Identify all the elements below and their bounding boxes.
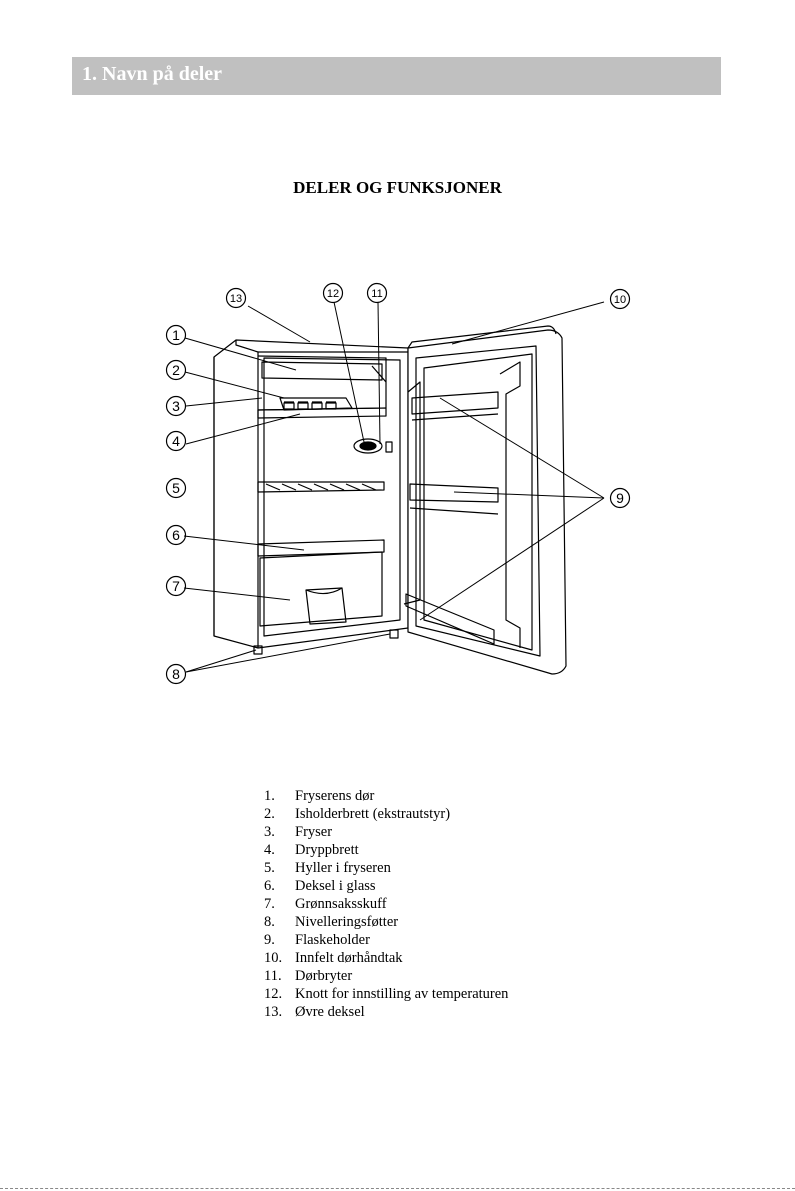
list-item-number: 1. [264,788,275,804]
list-item-label: Nivelleringsføtter [295,914,399,930]
list-item-label: Fryserens dør [295,788,375,804]
list-item-number: 13. [264,1004,283,1020]
list-item-label: Dørbryter [295,968,353,984]
list-item: 8. Nivelleringsføtter [264,913,508,931]
list-item-number: 10. [264,950,283,966]
list-item-label: Flaskeholder [295,932,370,948]
fridge-door [403,325,567,675]
svg-text:8: 8 [172,666,180,682]
list-item-label: Grønnsaksskuff [295,896,387,912]
callout-2: 2 [165,359,187,381]
svg-text:11: 11 [371,288,382,300]
callout-4: 4 [165,430,187,452]
svg-text:12: 12 [327,288,339,300]
door-bin-upper [411,391,499,421]
parts-list: 1. Fryserens dør 2. Isholderbrett (ekstrau… [264,787,508,1021]
callout-8: 8 [165,663,187,685]
list-item-label: Hyller i fryseren [295,860,391,876]
callout-10: 10 [609,288,631,310]
list-item-number: 3. [264,824,275,840]
svg-text:13: 13 [230,293,242,305]
wire-shelf [257,481,385,493]
list-item: 5. Hyller i fryseren [264,859,508,877]
list-item-label: Innfelt dørhåndtak [295,950,403,966]
diagram-heading: DELER OG FUNKSJONER [293,178,502,197]
list-item: 9. Flaskeholder [264,931,508,949]
callout-13: 13 [225,287,247,309]
list-item-label: Fryser [295,824,333,840]
list-item-label: Knott for innstilling av temperaturen [295,986,509,1002]
list-item-number: 11. [264,968,282,984]
list-item-number: 7. [264,896,275,912]
list-item: 13. Øvre deksel [264,1003,508,1021]
door-bin-lower [405,593,495,645]
list-item: 12. Knott for innstilling av temperaturen [264,985,508,1003]
svg-text:10: 10 [614,294,626,306]
list-item: 6. Deksel i glass [264,877,508,895]
list-item-number: 2. [264,806,275,822]
callout-12: 12 [322,282,344,304]
leveling-foot [389,629,399,639]
list-item-number: 4. [264,842,275,858]
callout-5: 5 [165,477,187,499]
list-item: 10. Innfelt dørhåndtak [264,949,508,967]
fridge-cabinet [213,339,409,655]
list-item: 11. Dørbryter [264,967,508,985]
svg-text:9: 9 [616,490,624,506]
callout-11: 11 [366,282,388,304]
list-item-number: 12. [264,986,283,1002]
list-item: 3. Fryser [264,823,508,841]
callout-3: 3 [165,395,187,417]
callouts: 1 2 3 4 5 6 7 8 9 10 11 12 13 [165,282,631,685]
section-title: 1. Navn på deler [82,63,222,85]
callout-7: 7 [165,575,187,597]
svg-text:4: 4 [172,433,180,449]
list-item-number: 6. [264,878,275,894]
callout-9: 9 [609,487,631,509]
svg-text:1: 1 [172,327,180,343]
svg-text:6: 6 [172,527,180,543]
thermostat-knob [353,438,383,454]
svg-text:7: 7 [172,578,180,594]
leader-lines [183,301,605,673]
list-item: 4. Dryppbrett [264,841,508,859]
list-item-label: Dryppbrett [295,842,359,858]
list-item-label: Øvre deksel [295,1004,365,1020]
list-item-number: 9. [264,932,275,948]
list-item: 7. Grønnsaksskuff [264,895,508,913]
door-bin-middle [409,483,499,515]
svg-text:5: 5 [172,480,180,496]
door-switch [385,441,393,453]
list-item: 1. Fryserens dør [264,787,508,805]
callout-1: 1 [165,324,187,346]
crisper-drawer [259,551,383,627]
page-bottom-rule [0,1188,795,1189]
list-item-label: Isholderbrett (ekstrautstyr) [295,806,451,822]
list-item: 2. Isholderbrett (ekstrautstyr) [264,805,508,823]
list-item-number: 5. [264,860,275,876]
svg-text:2: 2 [172,362,180,378]
leveling-foot [253,645,263,655]
callout-6: 6 [165,524,187,546]
list-item-label: Deksel i glass [295,878,376,894]
svg-text:3: 3 [172,398,180,414]
section-header-bar: 1. Navn på deler [72,57,721,95]
list-item-number: 8. [264,914,275,930]
